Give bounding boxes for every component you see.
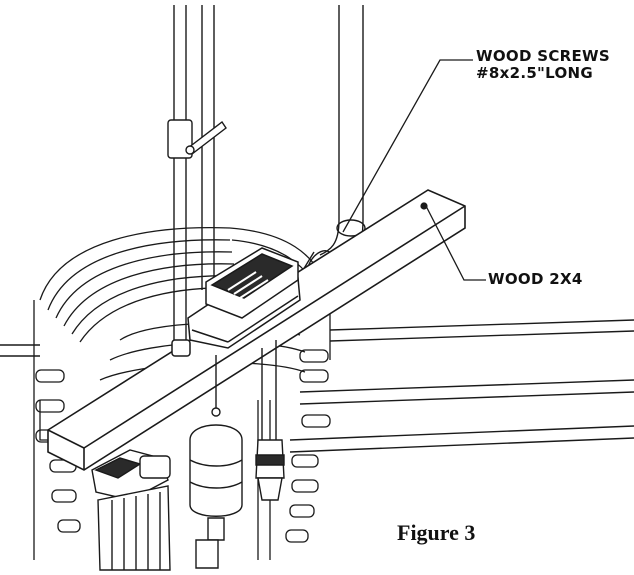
discharge-pipes bbox=[168, 5, 365, 350]
leader-lines bbox=[343, 60, 486, 280]
sump-pump bbox=[92, 450, 218, 570]
pipe-clamp bbox=[186, 122, 226, 154]
floor-lines bbox=[0, 320, 634, 452]
wood-2x4-board bbox=[48, 190, 465, 470]
figure-caption: Figure 3 bbox=[397, 520, 476, 545]
float-switch-right bbox=[256, 340, 284, 500]
wood-2x4-callout: WOOD 2X4 bbox=[488, 270, 583, 288]
wood-screws-label: WOOD SCREWS bbox=[476, 47, 610, 65]
float-switch-left bbox=[190, 355, 242, 540]
wood-screws-callout: WOOD SCREWS #8x2.5"LONG bbox=[476, 48, 610, 82]
wood-screws-spec: #8x2.5"LONG bbox=[476, 64, 594, 82]
alarm-unit bbox=[172, 248, 300, 356]
